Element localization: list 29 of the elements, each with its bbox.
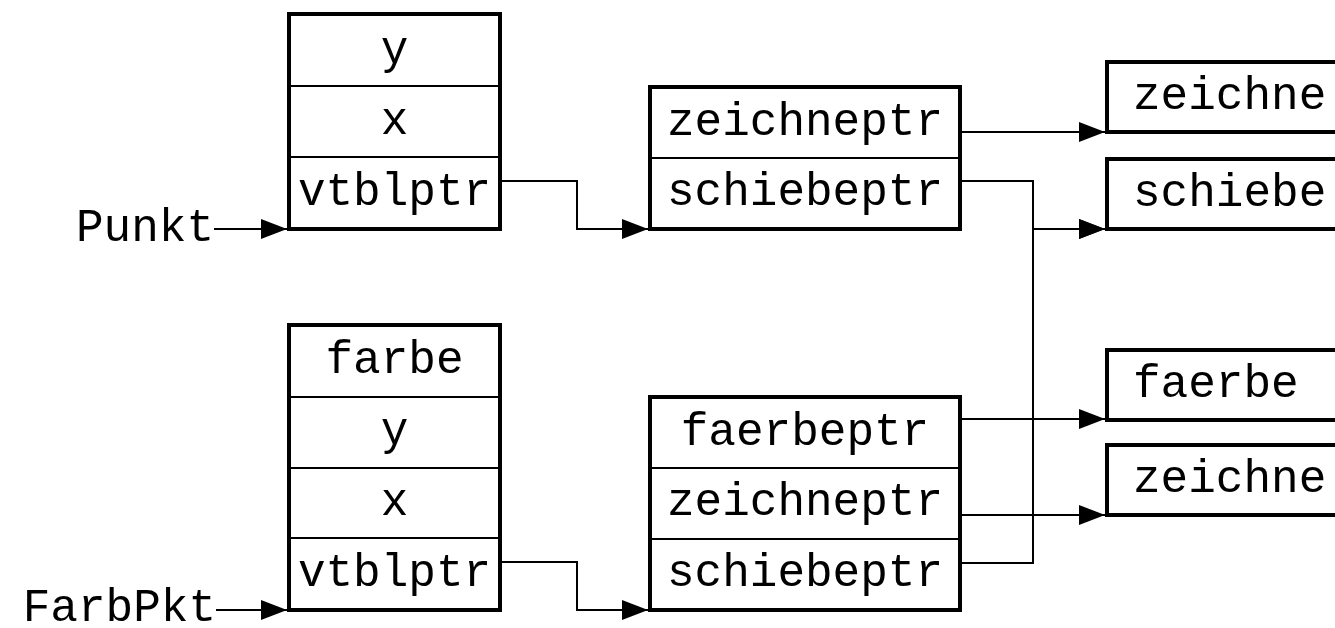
arrow	[215, 600, 288, 620]
method-box: schiebe	[1105, 157, 1335, 231]
arrow	[213, 219, 288, 239]
field-cell: zeichneptr	[652, 89, 958, 157]
field-cell: y	[291, 16, 498, 85]
vtable-box	[648, 85, 962, 231]
field-cell: vtblptr	[291, 156, 498, 227]
arrow	[501, 561, 649, 620]
arrow	[501, 180, 649, 239]
method-box: faerbe	[1105, 348, 1335, 422]
field-cell: x	[291, 466, 498, 538]
arrow	[961, 505, 1106, 525]
object-record-box	[287, 12, 502, 231]
field-cell: schiebeptr	[652, 537, 958, 608]
field-cell: vtblptr	[291, 537, 498, 608]
method-box: zeichne	[1105, 443, 1335, 517]
field-cell: faerbeptr	[652, 399, 958, 468]
pointer-label: Punkt	[40, 205, 214, 253]
object-record-box	[287, 323, 502, 612]
arrow	[961, 409, 1106, 429]
vtable-box	[648, 395, 962, 612]
arrow	[961, 219, 1106, 564]
method-box: zeichne	[1105, 60, 1335, 134]
field-cell: farbe	[291, 327, 498, 396]
field-cell: x	[291, 85, 498, 156]
field-cell: zeichneptr	[652, 467, 958, 538]
field-cell: schiebeptr	[652, 157, 958, 227]
arrow	[961, 122, 1106, 142]
field-cell: y	[291, 395, 498, 467]
